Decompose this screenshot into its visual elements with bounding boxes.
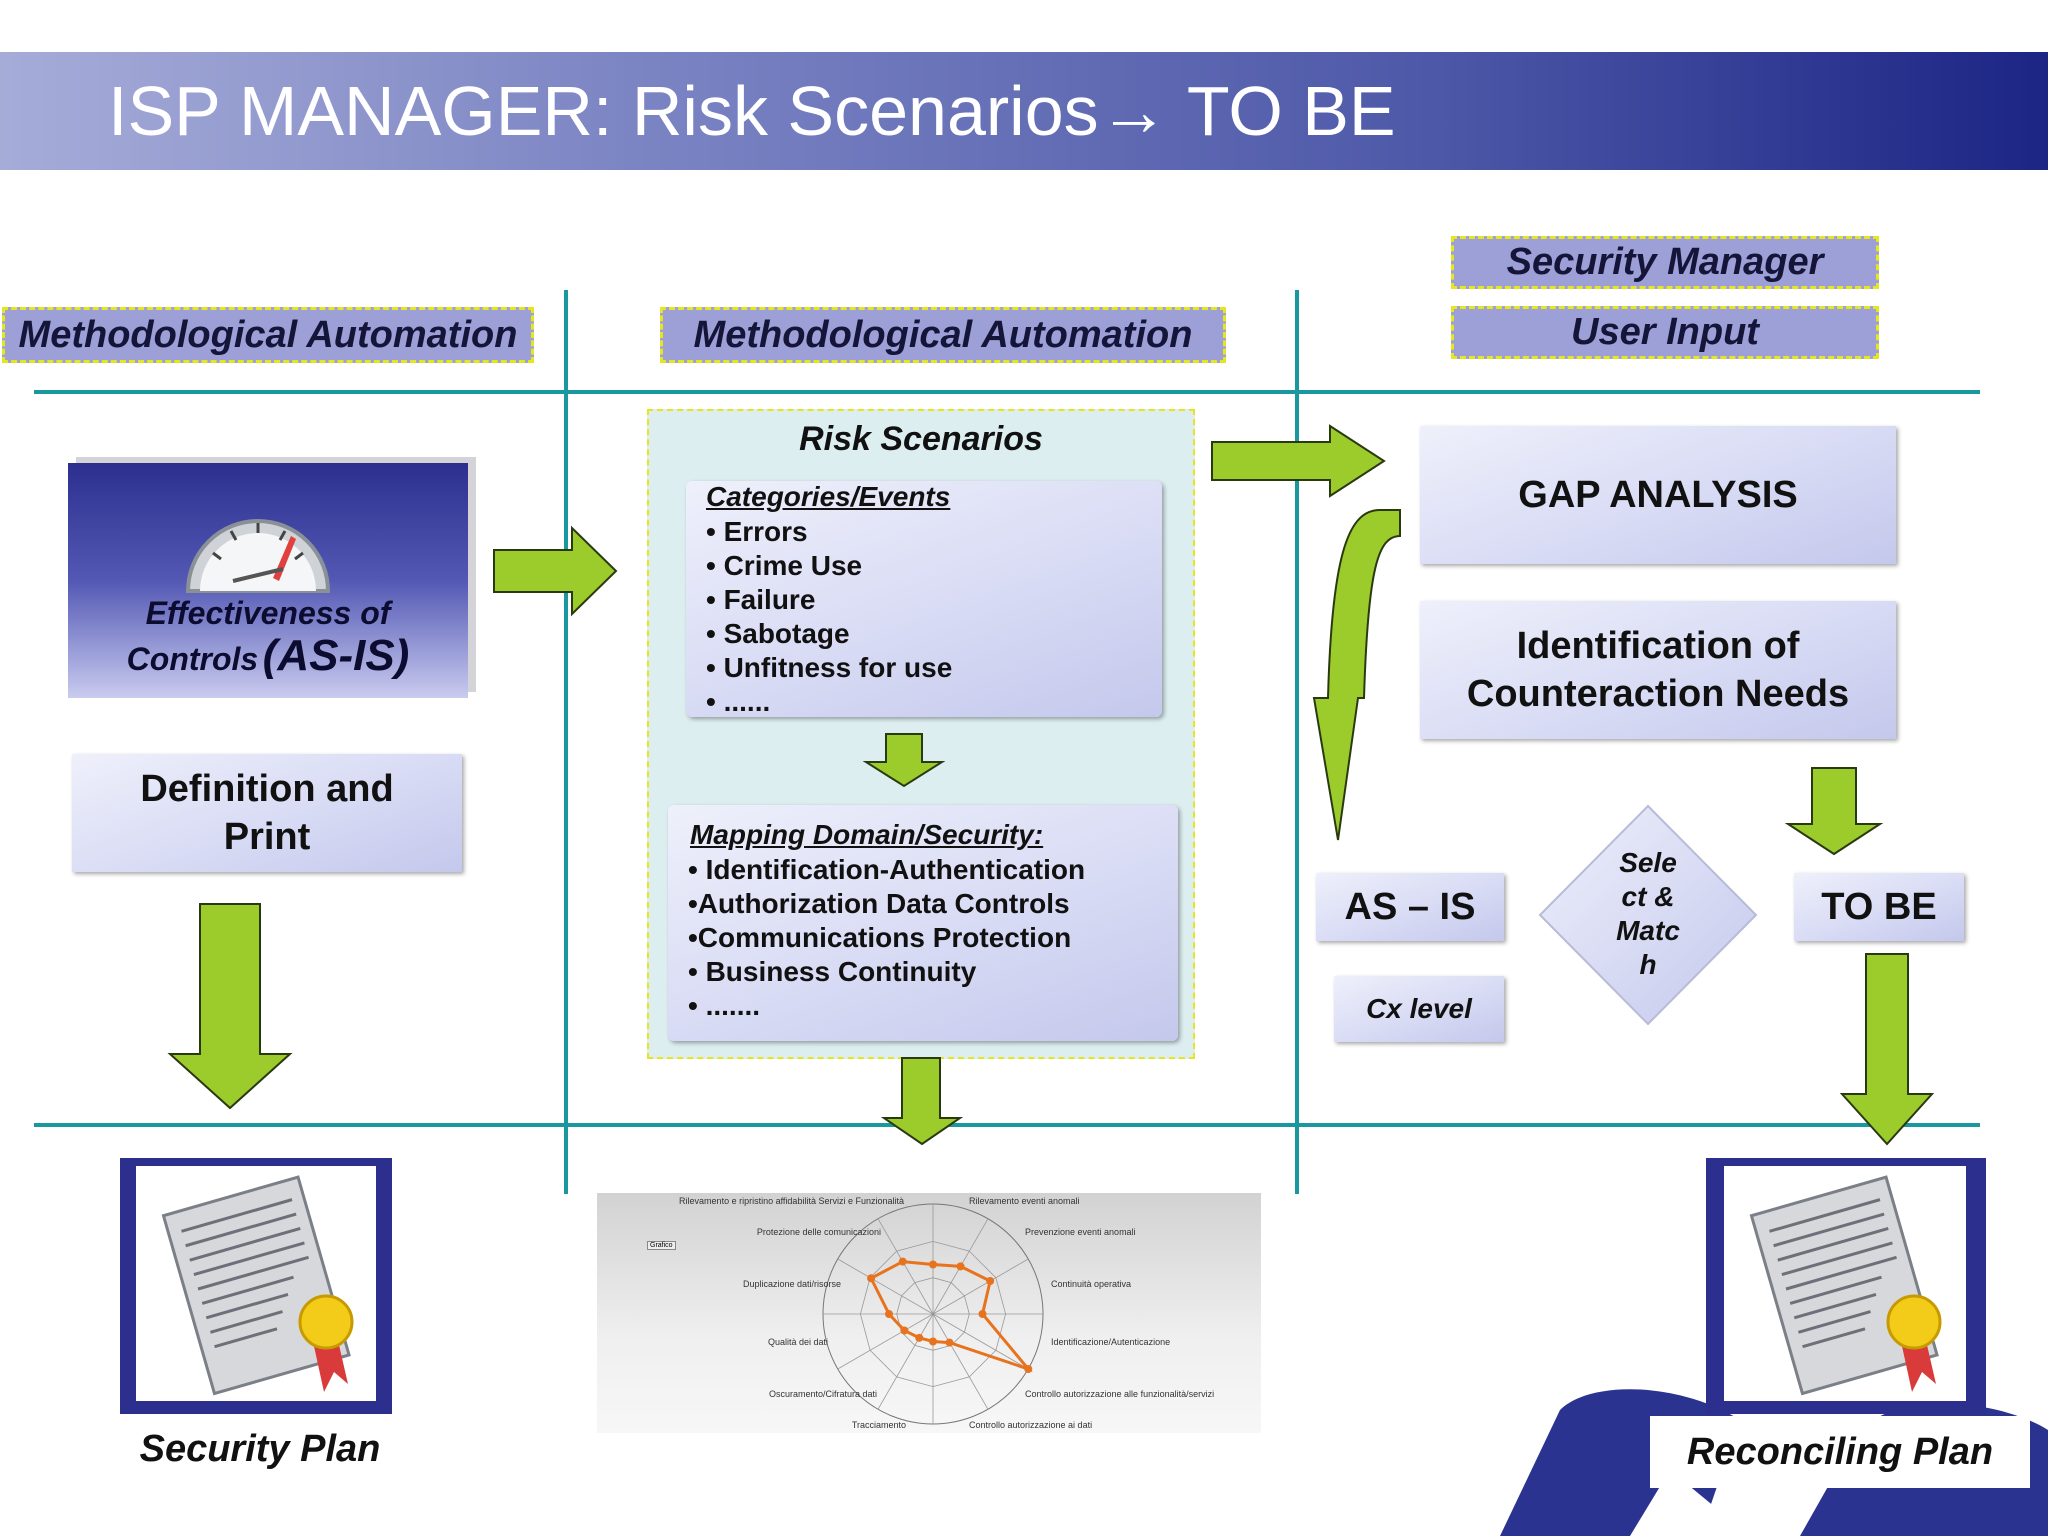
gauge-icon: [185, 519, 331, 593]
curved-arrow-down: [1312, 509, 1401, 841]
radar-chart-panel: Grafico Rilevamento e ripristino affidab…: [597, 1193, 1261, 1433]
radar-axis-label: Rilevamento eventi anomali: [969, 1196, 1080, 1206]
radar-axis-label: Protezione delle comunicazioni: [756, 1227, 881, 1237]
risk-scenarios-title: Risk Scenarios: [799, 420, 1043, 458]
list-item: • .......: [688, 990, 761, 1021]
top-divider: [34, 390, 1980, 394]
radar-axis-label: Controllo autorizzazione alle funzionali…: [1025, 1389, 1215, 1399]
radar-spoke: [932, 1313, 1029, 1370]
radar-point: [929, 1260, 937, 1269]
effectiveness-line1: Effectiveness of: [145, 595, 391, 631]
security-manager-header: Security Manager: [1451, 236, 1879, 289]
bottom-divider: [34, 1123, 1980, 1127]
arrow-right-to-risk-scenarios: [493, 525, 618, 617]
definition-line2: Print: [223, 816, 311, 858]
gap-analysis-box: GAP ANALYSIS: [1420, 426, 1896, 564]
column-divider-right: [1295, 290, 1299, 1194]
security-plan-frame: [120, 1158, 392, 1414]
title-bar: [0, 52, 2048, 170]
list-item: • Errors: [706, 516, 808, 547]
radar-axis-label: Tracciamento: [851, 1420, 906, 1430]
radar-point: [867, 1274, 876, 1283]
list-item: • Unfitness for use: [706, 652, 953, 683]
radar-point: [915, 1333, 924, 1342]
radar-point: [898, 1257, 907, 1266]
radar-point: [978, 1310, 987, 1318]
list-item: •Communications Protection: [688, 922, 1072, 953]
radar-legend: Grafico: [647, 1241, 676, 1250]
list-item: •Authorization Data Controls: [688, 888, 1070, 919]
to-be-box: TO BE: [1794, 873, 1964, 941]
mapping-title: Mapping Domain/Security:: [690, 819, 1044, 850]
left-column-header: Methodological Automation: [2, 307, 534, 363]
effectiveness-of-controls-box: Effectiveness of Controls (AS-IS): [68, 463, 468, 698]
arrow-down-to-to-be: [1784, 767, 1884, 856]
arrow-down-middle-small: [862, 733, 946, 788]
reconciling-plan-frame: [1706, 1158, 1986, 1414]
arrow-down-left: [167, 903, 293, 1110]
cx-level-box: Cx level: [1334, 976, 1504, 1042]
radar-axis-label: Oscuramento/Cifratura dati: [768, 1389, 877, 1399]
reconciling-plan-caption: Reconciling Plan: [1650, 1416, 2030, 1488]
certificate-document-icon: [1749, 1175, 1942, 1396]
radar-point: [945, 1338, 954, 1347]
list-item: • Crime Use: [706, 550, 863, 581]
radar-spoke: [837, 1313, 934, 1370]
certificate-document-icon: [161, 1175, 354, 1396]
radar-spoke: [877, 1313, 934, 1410]
radar-point: [986, 1277, 995, 1285]
radar-axis-label: Continuità operativa: [1051, 1279, 1132, 1289]
identification-line2: Counteraction Needs: [1466, 673, 1850, 715]
list-item: • Business Continuity: [688, 956, 977, 987]
radar-axis-label: Controllo autorizzazione ai dati: [969, 1420, 1093, 1430]
page-title: ISP MANAGER: Risk Scenarios→ TO BE: [108, 72, 1396, 150]
middle-column-header: Methodological Automation: [660, 307, 1226, 363]
effectiveness-line2: Controls (AS-IS): [126, 631, 410, 680]
list-item: • Failure: [706, 584, 816, 615]
identification-line1: Identification of: [1516, 625, 1800, 667]
definition-line1: Definition and: [140, 768, 394, 810]
radar-spoke: [932, 1313, 989, 1410]
definition-and-print-box: Definition and Print: [72, 754, 462, 872]
arrow-right-to-gap-analysis: [1211, 424, 1386, 498]
arrow-down-to-reconciling-plan: [1839, 953, 1935, 1146]
radar-axis-label: Qualità dei dati: [767, 1337, 828, 1347]
arrow-down-to-radar: [880, 1057, 964, 1146]
list-item: • Sabotage: [706, 618, 850, 649]
column-divider-left: [564, 290, 568, 1194]
radar-chart: [822, 1203, 1044, 1425]
list-item: • ......: [706, 686, 771, 717]
radar-axis-label: Prevenzione eventi anomali: [1025, 1227, 1136, 1237]
select-match-label: Sele ct & Matc h: [1616, 847, 1680, 980]
user-input-header: User Input: [1451, 306, 1879, 359]
radar-point: [929, 1337, 937, 1346]
identification-counteraction-box: Identification of Counteraction Needs: [1420, 601, 1896, 739]
as-is-label: (AS-IS): [262, 631, 410, 680]
select-match-diamond: [1538, 804, 1758, 1026]
radar-spoke: [877, 1218, 934, 1315]
radar-series-line: [869, 1260, 1033, 1373]
radar-point: [1024, 1365, 1033, 1373]
radar-axis-label: Rilevamento e ripristino affidabilità Se…: [679, 1196, 904, 1206]
categories-events-box: Categories/Events • Errors • Crime Use •…: [686, 481, 1162, 717]
radar-point: [900, 1326, 909, 1335]
categories-list: • Errors • Crime Use • Failure • Sabotag…: [706, 515, 952, 719]
radar-point: [885, 1310, 893, 1318]
as-is-box: AS – IS: [1316, 873, 1504, 941]
radar-point: [956, 1262, 965, 1271]
radar-spoke: [932, 1258, 1029, 1315]
list-item: • Identification-Authentication: [688, 854, 1086, 885]
mapping-list: • Identification-Authentication •Authori…: [688, 853, 1085, 1023]
mapping-domain-security-box: Mapping Domain/Security: • Identificatio…: [668, 805, 1178, 1041]
categories-title: Categories/Events: [706, 481, 951, 512]
radar-spoke: [837, 1258, 934, 1315]
security-plan-caption: Security Plan: [139, 1428, 381, 1470]
radar-axis-label: Duplicazione dati/risorse: [742, 1279, 841, 1289]
radar-axis-label: Identificazione/Autenticazione: [1051, 1337, 1171, 1347]
